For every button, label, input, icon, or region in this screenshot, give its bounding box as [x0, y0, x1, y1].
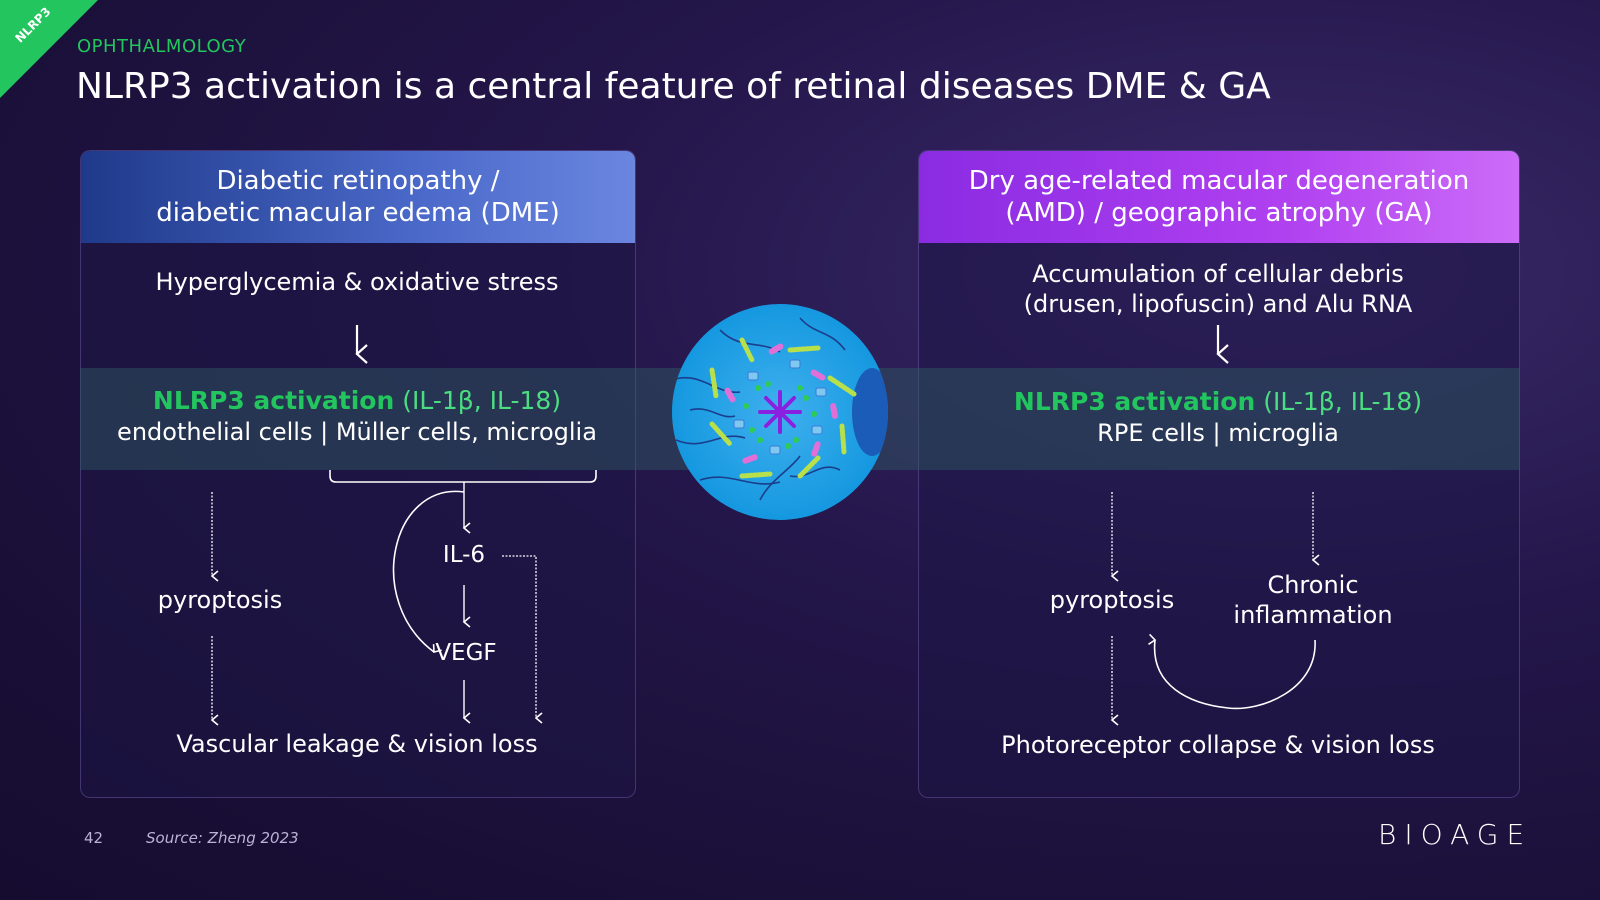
dme-header-line1: Diabetic retinopathy / [216, 166, 500, 196]
bioage-logo: BIOAGE [1378, 818, 1533, 851]
il6-outcome-arrow [502, 555, 543, 724]
ga-trigger: Accumulation of cellular debris (drusen,… [918, 259, 1518, 319]
dme-cells: endothelial cells | Müller cells, microg… [117, 418, 597, 446]
dme-outcome: Vascular leakage & vision loss [176, 730, 538, 758]
dme-activation-line: NLRP3 activation (IL-1β, IL-18) [80, 386, 634, 415]
ga-header-line1: Dry age-related macular degeneration [968, 166, 1470, 196]
ga-trigger-line1: Accumulation of cellular debris [1032, 260, 1404, 288]
retina-eye-illustration [672, 304, 888, 520]
ga-inflammation-line1: Chronic [1267, 571, 1359, 599]
ga-inflammation: Chronic inflammation [1213, 570, 1413, 630]
vegf-curve-arrow [392, 490, 465, 654]
ga-activation-line: NLRP3 activation (IL-1β, IL-18) [918, 387, 1518, 416]
vegf-label: VEGF [435, 640, 497, 666]
dme-trigger: Hyperglycemia & oxidative stress [155, 268, 559, 296]
dme-cytokines: (IL-1β, IL-18) [402, 386, 562, 415]
dme-activation-label: NLRP3 activation [152, 386, 395, 415]
inflammation-loop-arrow [1148, 633, 1316, 710]
ga-panel-header: Dry age-related macular degeneration (AM… [919, 151, 1519, 243]
eyebrow-label: OPHTHALMOLOGY [77, 36, 247, 57]
page-title: NLRP3 activation is a central feature of… [76, 66, 1271, 107]
dme-pyroptosis: pyroptosis [157, 586, 283, 614]
page-number: 42 [84, 829, 104, 847]
ga-activation-label: NLRP3 activation [1013, 387, 1256, 416]
cell-bracket [329, 470, 597, 483]
ga-panel: Dry age-related macular degeneration (AM… [918, 150, 1520, 798]
il6-label: IL-6 [442, 542, 486, 568]
dme-panel-header: Diabetic retinopathy / diabetic macular … [81, 151, 635, 243]
ga-pyroptosis: pyroptosis [1049, 586, 1175, 614]
corner-ribbon [0, 0, 98, 98]
ga-cytokines: (IL-1β, IL-18) [1263, 387, 1423, 416]
dme-header-line2: diabetic macular edema (DME) [156, 198, 560, 228]
ga-header-line2: (AMD) / geographic atrophy (GA) [1005, 198, 1433, 228]
ga-trigger-line2: (drusen, lipofuscin) and Alu RNA [1023, 290, 1413, 318]
ga-outcome: Photoreceptor collapse & vision loss [1001, 731, 1435, 759]
source-citation: Source: Zheng 2023 [146, 829, 299, 847]
dme-panel: Diabetic retinopathy / diabetic macular … [80, 150, 636, 798]
ga-cells: RPE cells | microglia [1097, 419, 1339, 447]
ga-inflammation-line2: inflammation [1233, 601, 1393, 629]
